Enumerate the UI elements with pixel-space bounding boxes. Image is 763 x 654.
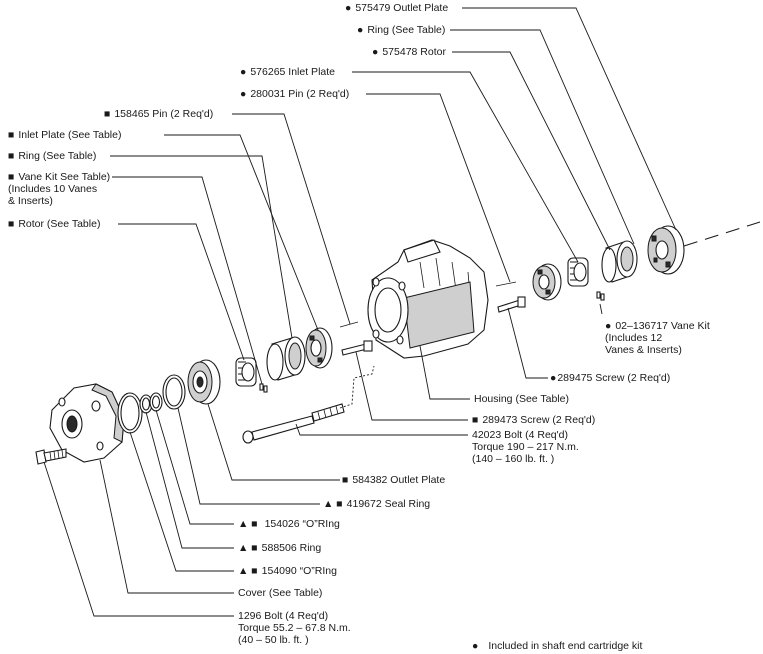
- label-ring-588506: ▲ ■588506 Ring: [238, 542, 322, 554]
- bolt-42023-part: [242, 403, 345, 444]
- outlet-plate-584382-part: [187, 359, 221, 405]
- label-seal-ring-419672: ▲ ■419672 Seal Ring: [323, 498, 431, 510]
- label-ring-see-table-kit: ●Ring (See Table): [357, 24, 446, 36]
- label-ring-see-table: ■Ring (See Table): [8, 150, 97, 162]
- inlet-plate-part: [305, 327, 333, 369]
- label-cover: Cover (See Table): [238, 587, 323, 599]
- label-rotor-see-table: ■Rotor (See Table): [8, 218, 101, 230]
- ring-588506-part: [139, 394, 153, 414]
- bolt-path-dashed: [339, 365, 375, 409]
- label-bolt-42023: 42023 Bolt (4 Req'd) Torque 190 – 217 N.…: [472, 429, 579, 465]
- pin-280031-part: [495, 281, 517, 287]
- rotor-part: [235, 357, 257, 387]
- label-oring-154026: ▲ ■ 154026 “O”RIng: [238, 518, 340, 530]
- label-oring-154090: ▲ ■154090 “O”RIng: [238, 565, 337, 577]
- label-housing: Housing (See Table): [474, 393, 569, 405]
- ring-kit-part: [601, 240, 638, 283]
- oring-154026-part: [149, 392, 163, 412]
- cover-part: [49, 383, 125, 463]
- bolt-1296-part: [35, 448, 67, 465]
- label-pin-158465: ■158465 Pin (2 Req'd): [104, 108, 214, 120]
- vane-kit-02-136717-part: [596, 291, 605, 301]
- label-inlet-plate-see-table: ■Inlet Plate (See Table): [8, 129, 122, 141]
- screw-289473-part: [341, 340, 373, 356]
- label-outlet-plate-575479: ●575479 Outlet Plate: [345, 2, 449, 14]
- rotor-575478-part: [567, 257, 589, 287]
- legend-cartridge-kit: ●Included in shaft end cartridge kit: [472, 640, 643, 652]
- screw-289475-part: [497, 296, 526, 313]
- centerline-axis: [683, 221, 761, 247]
- ring-part: [266, 336, 306, 381]
- label-screw-289473: ■289473 Screw (2 Req'd): [472, 414, 596, 426]
- pin-158465-part: [339, 321, 359, 328]
- inlet-plate-576265-part: [532, 263, 562, 301]
- label-rotor-575478: ●575478 Rotor: [372, 46, 446, 58]
- outlet-plate-575479-part: [647, 225, 685, 275]
- label-bolt-1296: 1296 Bolt (4 Req'd) Torque 55.2 – 67.8 N…: [238, 610, 351, 646]
- label-screw-289475: ●289475 Screw (2 Req'd): [550, 372, 671, 384]
- label-outlet-plate-584382: ■584382 Outlet Plate: [342, 474, 446, 486]
- label-pin-280031: ●280031 Pin (2 Req'd): [240, 88, 350, 100]
- seal-ring-419672-part: [162, 374, 186, 410]
- leader-lines: [43, 7, 677, 617]
- vane-kit-part: [259, 383, 268, 393]
- oring-154090-part: [117, 392, 143, 434]
- label-inlet-plate-576265: ●576265 Inlet Plate: [240, 66, 335, 78]
- label-vane-kit-see-table: ■Vane Kit See Table) (Includes 10 Vanes …: [8, 171, 111, 207]
- housing-part: [367, 239, 489, 359]
- label-vane-kit-02-136717: ●02–136717 Vane Kit (Includes 12 Vanes &…: [605, 320, 710, 356]
